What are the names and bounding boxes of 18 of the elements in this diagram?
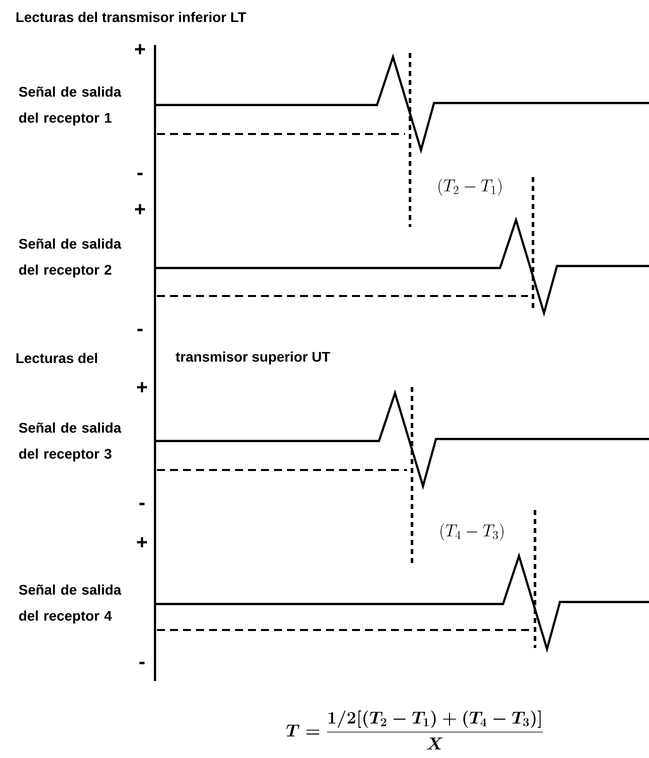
polarity-sign: - (137, 172, 143, 176)
heading: transmisor superior UT (176, 351, 330, 365)
interval-label: $(T_4-T_3)$ (440, 523, 504, 541)
signal-label: Señal de salida del receptor 3 (18, 422, 122, 462)
polarity-sign: + (137, 537, 148, 548)
polarity-sign: + (137, 382, 148, 392)
polarity-sign: - (137, 328, 143, 332)
signal-label: Señal de salida del receptor 2 (18, 238, 122, 278)
interval-label: $(T_2-T_1)$ (438, 178, 502, 196)
signal-label: Señal de salida del receptor 4 (18, 584, 122, 624)
polarity-sign: + (135, 204, 146, 214)
signal-label: Señal de salida del receptor 1 (18, 86, 122, 126)
heading: Lecturas del transmisor inferior LT (16, 12, 246, 22)
heading: Lecturas del (16, 352, 97, 364)
polarity-sign: - (139, 502, 145, 506)
polarity-sign: + (135, 44, 146, 54)
polarity-sign: - (139, 662, 145, 664)
formula: $T=\frac{1/2[(T_2-T_1)+(T_4-T_3)]}{X}$ (286, 710, 543, 750)
